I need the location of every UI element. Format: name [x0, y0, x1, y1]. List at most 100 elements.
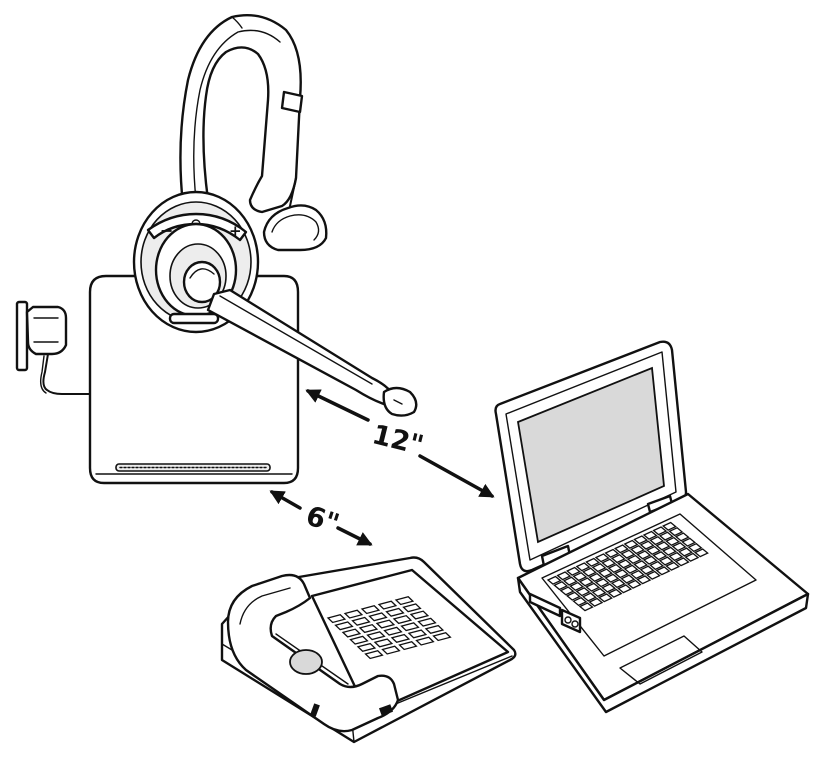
- keyboard-key: [575, 587, 591, 597]
- keyboard-key: [581, 567, 597, 577]
- keyboard-key: [578, 577, 594, 587]
- phone-key: [381, 645, 401, 655]
- phone-key: [334, 621, 354, 631]
- keyboard-key: [639, 540, 655, 550]
- phone-key: [424, 624, 445, 634]
- phone-keypad: [326, 596, 452, 660]
- keyboard-key: [607, 563, 623, 573]
- keyboard-key: [578, 602, 594, 612]
- keyboard-key: [623, 539, 639, 549]
- keyboard-key: [575, 562, 591, 572]
- phone-key: [402, 603, 422, 613]
- phone-key: [432, 632, 452, 642]
- keyboard-key: [636, 575, 652, 585]
- laptop-icon: [494, 340, 810, 714]
- keyboard-key: [642, 555, 658, 565]
- keyboard-key: [604, 573, 620, 583]
- keyboard-key: [658, 556, 674, 566]
- distance-label-6in: 6": [302, 500, 343, 540]
- phone-key: [407, 629, 428, 639]
- phone-key: [358, 623, 379, 634]
- keyboard-key: [553, 581, 569, 591]
- keyboard-key: [626, 554, 642, 564]
- keyboard-key: [665, 536, 681, 546]
- keyboard-key: [620, 574, 636, 584]
- keyboard-key: [613, 569, 629, 579]
- keyboard-key: [684, 552, 700, 562]
- keyboard-key: [639, 565, 655, 575]
- keyboard-key: [585, 557, 601, 567]
- phone-key: [409, 610, 430, 620]
- keyboard-key: [665, 561, 681, 571]
- keyboard-key: [629, 569, 645, 580]
- keyboard-key: [581, 592, 597, 602]
- keyboard-key: [645, 570, 661, 580]
- keyboard-key: [674, 557, 690, 567]
- keyboard-key: [591, 587, 607, 598]
- keyboard-key: [610, 578, 626, 589]
- keyboard-key: [601, 583, 617, 593]
- laptop-screen: [516, 366, 665, 544]
- double-arrow-icon: [269, 490, 302, 510]
- phone-key: [375, 619, 396, 629]
- keyboard-key: [642, 530, 658, 540]
- phone-key: [400, 622, 420, 632]
- keyboard-key: [629, 545, 645, 555]
- power-adapter-icon: [15, 300, 93, 395]
- keyboard-key: [565, 591, 581, 601]
- keyboard-key: [693, 548, 709, 558]
- phone-key: [392, 614, 413, 625]
- keyboard-key: [562, 576, 578, 586]
- keyboard-key: [594, 553, 610, 563]
- keyboard-key: [668, 551, 684, 562]
- phone-key: [398, 641, 418, 651]
- keyboard-key: [652, 526, 668, 536]
- keyboard-key: [591, 563, 607, 573]
- keyboard-key: [569, 581, 585, 591]
- keyboard-keys: [546, 521, 709, 612]
- keyboard-key: [617, 559, 633, 569]
- keyboard-key: [607, 588, 623, 598]
- keyboard-key: [594, 578, 610, 588]
- keyboard-key: [668, 527, 684, 537]
- keyboard-key: [585, 582, 601, 592]
- phone-key: [360, 605, 381, 615]
- keyboard-key: [674, 532, 690, 542]
- keyboard-key: [556, 571, 572, 581]
- keyboard-key: [649, 560, 665, 571]
- keyboard-key: [652, 551, 668, 561]
- desk-phone-icon: [220, 556, 517, 744]
- phone-key: [417, 617, 437, 627]
- keyboard-key: [655, 541, 671, 551]
- keyboard-key: [610, 554, 626, 564]
- keyboard-key: [613, 544, 629, 554]
- phone-key: [349, 635, 369, 645]
- double-arrow-icon: [305, 389, 370, 422]
- phone-key: [415, 636, 435, 646]
- phone-key: [368, 612, 388, 622]
- phone-key: [356, 642, 377, 652]
- phone-key: [364, 650, 384, 660]
- volume-up-glyph: +: [229, 222, 242, 240]
- phone-key: [343, 609, 364, 619]
- phone-key: [326, 614, 347, 624]
- keyboard-key: [588, 597, 604, 607]
- double-arrow-icon: [336, 526, 373, 546]
- keyboard-key: [604, 548, 620, 558]
- double-arrow-icon: [418, 454, 495, 498]
- keyboard-key: [620, 549, 636, 559]
- keyboard-key: [655, 566, 671, 576]
- phone-key: [385, 607, 405, 617]
- keyboard-key: [597, 568, 613, 578]
- keyboard-key: [649, 536, 665, 546]
- keyboard-key: [633, 535, 649, 545]
- keyboard-key: [636, 550, 652, 560]
- keyboard-key: [617, 584, 633, 594]
- phone-key: [394, 596, 415, 606]
- distance-base-phone: 6": [269, 490, 373, 546]
- phone-key: [383, 626, 403, 636]
- keyboard-key: [623, 564, 639, 574]
- phone-key: [390, 633, 411, 643]
- keyboard-key: [626, 579, 642, 589]
